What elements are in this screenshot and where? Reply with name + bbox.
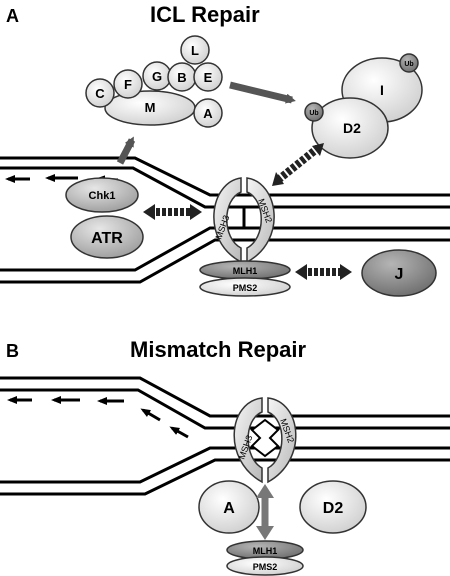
ub-label-i: Ub xyxy=(404,61,413,68)
core-to-id2-arrow xyxy=(229,81,296,104)
chk1-oval xyxy=(65,177,139,213)
fa-core-c-label: C xyxy=(95,86,105,101)
mlh1-j-double-arrow xyxy=(295,264,352,280)
fancd2-oval-b xyxy=(299,480,367,534)
panel-a-title: ICL Repair xyxy=(150,2,260,27)
ub-label-d2: Ub xyxy=(309,110,318,117)
mlh1-label-a: MLH1 xyxy=(233,266,258,276)
atr-msh-double-arrow xyxy=(143,204,202,220)
chk1-to-core-arrow xyxy=(116,136,136,165)
fa-core-g-label: G xyxy=(152,69,162,84)
d2-msh-double-arrow xyxy=(272,143,324,186)
atr-oval xyxy=(70,215,144,259)
fa-core-e-label: E xyxy=(204,70,213,85)
panel-b-title: Mismatch Repair xyxy=(130,337,306,362)
fa-core-e-circle xyxy=(193,62,223,92)
fa-core-f-circle xyxy=(113,69,143,99)
fa-core-l-circle xyxy=(180,35,210,65)
mismatch-loop xyxy=(250,418,280,458)
fa-core-f-label: F xyxy=(124,77,132,92)
pms2-oval-b xyxy=(226,556,304,576)
msh2-msh3-clamp-b xyxy=(233,397,297,484)
panel-b-dna-strands xyxy=(0,376,450,496)
fa-core-b-label: B xyxy=(177,70,186,85)
ub-circle-d2 xyxy=(304,102,324,122)
fa-core-a-circle xyxy=(193,98,223,128)
fa-core-c-circle xyxy=(85,78,115,108)
chk1-label: Chk1 xyxy=(89,190,116,202)
fa-core-m-label: M xyxy=(145,100,156,115)
fanca-label: A xyxy=(223,500,235,517)
fancl-i-label: I xyxy=(380,82,384,98)
fa-core-l-label: L xyxy=(191,43,199,58)
panel-b-leading-arrows xyxy=(7,396,189,439)
panel-a-dna-strands xyxy=(0,156,450,284)
atr-label: ATR xyxy=(91,230,123,247)
fancj-oval xyxy=(361,249,437,297)
fancj-label: J xyxy=(395,266,404,283)
panel-a-letter: A xyxy=(6,6,19,26)
fancd2-oval xyxy=(311,97,389,159)
fa-core-complex xyxy=(85,35,223,128)
fa-core-a-label: A xyxy=(203,106,213,121)
interstrand-crosslink xyxy=(233,205,255,230)
pms2-label-b: PMS2 xyxy=(253,562,278,572)
msh-mlh1-double-arrow xyxy=(256,484,274,540)
id2-complex xyxy=(304,53,423,159)
fanca-oval xyxy=(198,480,260,534)
ub-circle-i xyxy=(399,53,419,73)
mlh1-label-b: MLH1 xyxy=(253,546,278,556)
pms2-oval-a xyxy=(199,277,291,297)
fancd2-label: D2 xyxy=(343,120,361,136)
pms2-label-a: PMS2 xyxy=(233,283,258,293)
fancd2-label-b: D2 xyxy=(323,500,344,517)
panel-b-letter: B xyxy=(6,341,19,361)
